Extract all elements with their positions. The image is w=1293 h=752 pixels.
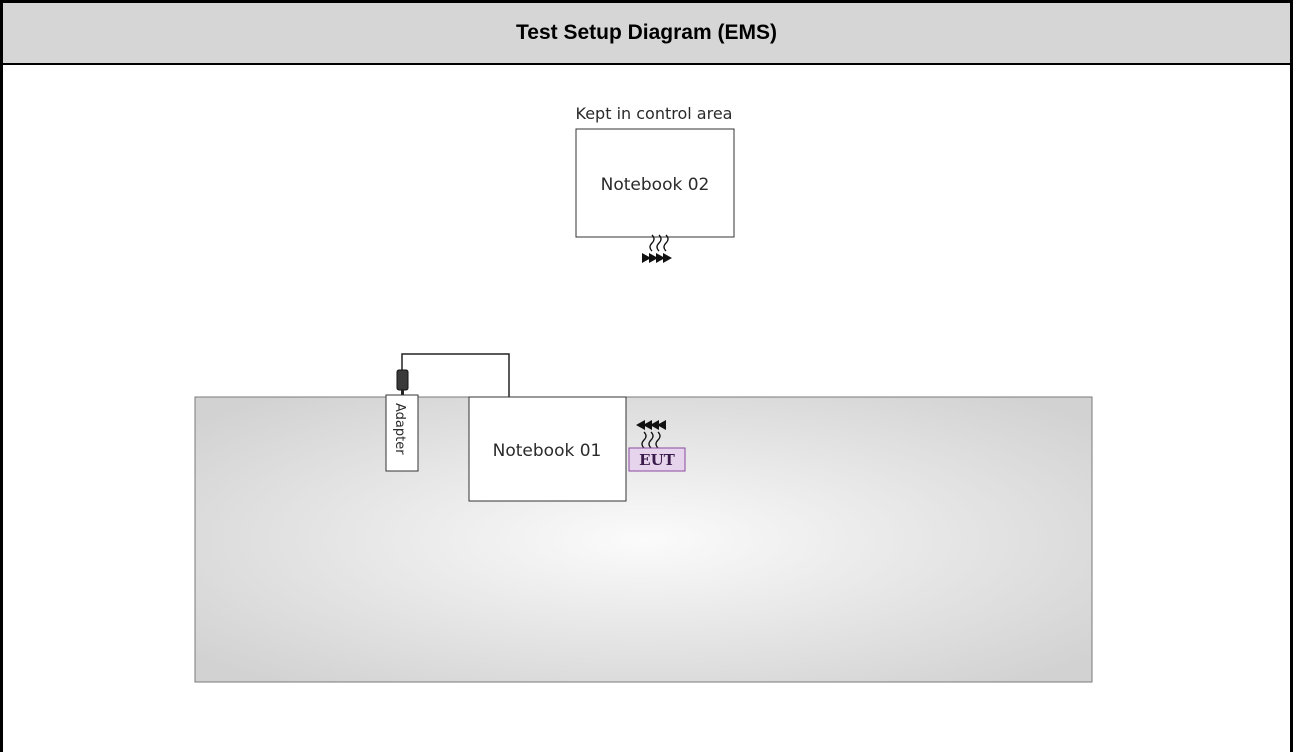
adapter-box <box>385 394 419 472</box>
adapter-cable <box>401 353 510 397</box>
notebook-02-box <box>575 128 735 238</box>
plug-pin <box>401 390 404 395</box>
test-table <box>194 396 1093 683</box>
wireless-signal-icon <box>642 234 672 263</box>
header-bar: Test Setup Diagram (EMS) <box>3 3 1290 65</box>
page-title: Test Setup Diagram (EMS) <box>516 21 777 44</box>
notebook-01-box <box>468 396 627 502</box>
adapter-label: Adapter <box>392 403 407 455</box>
eut-tag <box>628 447 686 472</box>
eut-label: EUT <box>639 451 676 469</box>
wireless-signal-icon <box>636 420 666 449</box>
notebook-01-label: Notebook 01 <box>493 441 602 461</box>
power-plug-icon <box>396 369 409 391</box>
control-area-label: Kept in control area <box>576 104 733 123</box>
test-setup-diagram: Kept in control area Notebook 02 Adapter… <box>194 104 1093 683</box>
notebook-02-label: Notebook 02 <box>601 175 710 195</box>
